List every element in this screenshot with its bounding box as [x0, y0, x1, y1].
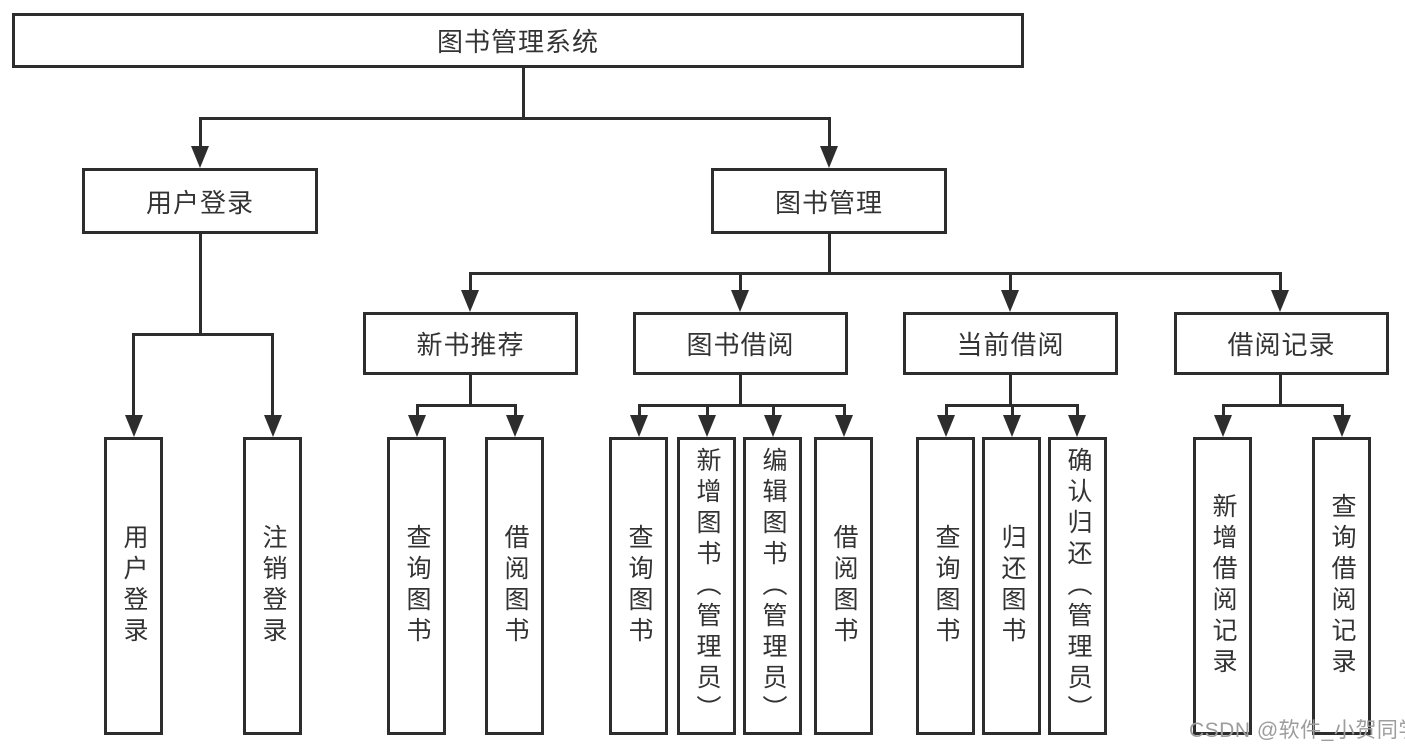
- connector-new-book-rec-children-bar: [415, 404, 517, 407]
- node-confirm-return-admin: 确认归还（管理员）: [1048, 437, 1107, 735]
- node-label: 查询借阅记录: [1328, 493, 1356, 679]
- connector-user-login-down: [198, 234, 202, 336]
- node-label: 图书借阅: [686, 330, 795, 360]
- connector-current-borrowing-stem: [1008, 272, 1012, 293]
- node-user-login: 用户登录: [82, 168, 318, 234]
- node-label: 确认归还（管理员）: [1064, 446, 1092, 726]
- arrowhead-user-login-leaf-icon: [124, 415, 143, 437]
- node-label: 编辑图书（管理员）: [759, 446, 787, 726]
- arrowhead-borrow-books1-icon: [506, 415, 524, 437]
- node-logout: 注销登录: [243, 437, 302, 735]
- node-label: 图书管理: [774, 187, 883, 218]
- connector-query-books1-stem: [415, 404, 419, 419]
- node-label: 当前借阅: [956, 330, 1065, 360]
- connector-book-management-stem-top: [827, 117, 831, 149]
- connector-query-record-stem: [1340, 404, 1344, 419]
- node-label: 注销登录: [259, 524, 287, 648]
- connector-new-book-rec-down: [468, 375, 472, 407]
- node-borrow-books-1: 借阅图书: [485, 437, 544, 735]
- node-label: 用户登录: [120, 524, 148, 648]
- node-label: 新书推荐: [416, 330, 525, 360]
- node-query-books-3: 查询图书: [916, 437, 975, 735]
- node-borrow-books-2: 借阅图书: [814, 437, 873, 735]
- node-book-management: 图书管理: [711, 168, 947, 234]
- connector-add-books-stem: [705, 404, 709, 419]
- node-query-books-2: 查询图书: [609, 437, 668, 735]
- node-add-borrow-record: 新增借阅记录: [1193, 437, 1252, 735]
- csdn-watermark: CSDN @软件_小贺同学: [1189, 719, 1405, 742]
- arrowhead-user-login-icon: [191, 146, 209, 168]
- node-user-login-leaf: 用户登录: [104, 437, 163, 735]
- arrowhead-return-books-icon: [1003, 415, 1021, 437]
- arrowhead-borrow-books2-icon: [835, 415, 853, 437]
- arrowhead-add-record-icon: [1214, 415, 1232, 437]
- arrowhead-query-books2-icon: [630, 415, 648, 437]
- node-label: 归还图书: [998, 524, 1026, 648]
- connector-book-management-down: [827, 234, 831, 275]
- connector-query-books2-stem: [637, 404, 641, 419]
- connector-borrow-records-stem: [1278, 272, 1282, 293]
- node-label: 查询图书: [403, 524, 431, 648]
- node-label: 借阅图书: [830, 524, 858, 648]
- arrowhead-borrow-records-icon: [1271, 290, 1289, 312]
- arrowhead-confirm-return-icon: [1068, 415, 1086, 437]
- connector-book-borrowing-stem: [738, 272, 742, 293]
- connector-user-login-children-bar: [132, 333, 274, 336]
- node-label: 查询图书: [932, 524, 960, 648]
- node-label: 用户登录: [145, 187, 254, 218]
- node-query-borrow-record: 查询借阅记录: [1312, 437, 1371, 735]
- node-new-book-recommendation: 新书推荐: [363, 312, 578, 375]
- node-label: 新增借阅记录: [1209, 493, 1237, 679]
- connector-borrow-books2-stem: [842, 404, 846, 419]
- connector-book-borrowing-down: [738, 375, 742, 407]
- node-edit-books-admin: 编辑图书（管理员）: [743, 437, 802, 735]
- node-label: 图书管理系统: [436, 27, 599, 57]
- node-book-borrowing: 图书借阅: [633, 312, 848, 375]
- arrowhead-query-books3-icon: [937, 415, 955, 437]
- connector-user-login-stem-top: [198, 117, 202, 149]
- node-label: 新增图书（管理员）: [693, 446, 721, 726]
- arrowhead-current-borrowing-icon: [1001, 290, 1019, 312]
- node-add-books-admin: 新增图书（管理员）: [677, 437, 736, 735]
- arrowhead-add-books-icon: [698, 415, 716, 437]
- connector-level1-bar: [198, 117, 830, 120]
- connector-edit-books-stem: [771, 404, 775, 419]
- node-borrowing-records: 借阅记录: [1174, 312, 1389, 375]
- connector-borrow-books1-stem: [513, 404, 517, 419]
- connector-current-borrowing-down: [1008, 375, 1012, 407]
- node-library-management-system: 图书管理系统: [12, 13, 1024, 68]
- node-current-borrowing: 当前借阅: [903, 312, 1118, 375]
- node-return-books: 归还图书: [982, 437, 1041, 735]
- node-label: 查询图书: [625, 524, 653, 648]
- node-query-books-1: 查询图书: [387, 437, 446, 735]
- node-label: 借阅记录: [1227, 330, 1336, 360]
- connector-book-borrowing-children-bar: [637, 404, 845, 407]
- connector-user-login-leaf1-stem: [132, 333, 135, 419]
- connector-borrow-records-children-bar: [1221, 404, 1343, 407]
- connector-new-book-rec-stem: [468, 272, 472, 293]
- connector-logout-stem: [271, 333, 274, 419]
- connector-query-books3-stem: [944, 404, 948, 419]
- arrowhead-book-management-icon: [820, 146, 838, 168]
- node-label: 借阅图书: [501, 524, 529, 648]
- connector-return-books-stem: [1010, 404, 1014, 419]
- arrowhead-logout-icon: [263, 415, 282, 437]
- connector-level2-bar: [468, 272, 1282, 275]
- connector-add-record-stem: [1221, 404, 1225, 419]
- arrowhead-query-record-icon: [1333, 415, 1351, 437]
- connector-borrow-records-down: [1278, 375, 1282, 407]
- arrowhead-new-book-rec-icon: [461, 290, 479, 312]
- connector-confirm-return-stem: [1075, 404, 1079, 419]
- arrowhead-edit-books-icon: [764, 415, 782, 437]
- arrowhead-query-books1-icon: [408, 415, 426, 437]
- arrowhead-book-borrowing-icon: [731, 290, 749, 312]
- connector-root-stem: [521, 67, 525, 120]
